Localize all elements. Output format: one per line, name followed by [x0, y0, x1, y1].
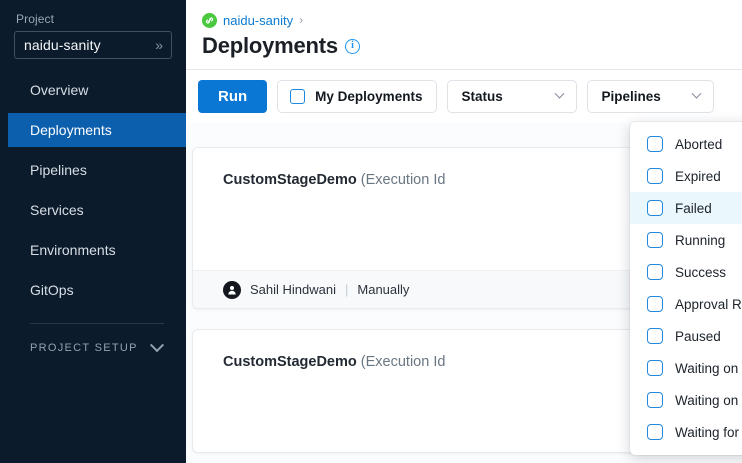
status-option-label: Running [675, 233, 725, 248]
status-option-checkbox[interactable] [647, 328, 663, 344]
status-option-checkbox[interactable] [647, 200, 663, 216]
toolbar: Run My Deployments Status Pipelines [186, 70, 742, 123]
breadcrumb: naidu-sanity › [202, 10, 742, 30]
sidebar-item-overview[interactable]: Overview [0, 73, 186, 107]
sidebar-item-services[interactable]: Services [0, 193, 186, 227]
status-option-waiting-on-intervention[interactable]: Waiting on intervention [630, 384, 742, 416]
deployment-name: CustomStageDemo [223, 354, 357, 370]
status-option-expired[interactable]: Expired [630, 160, 742, 192]
status-option-checkbox[interactable] [647, 136, 663, 152]
deployment-detail: (Execution Id [361, 172, 446, 188]
status-option-waiting-on-approval[interactable]: Waiting on approval [630, 352, 742, 384]
sidebar-section-label: PROJECT SETUP [30, 342, 138, 354]
page-title: Deployments [202, 33, 338, 59]
status-option-checkbox[interactable] [647, 296, 663, 312]
my-deployments-filter[interactable]: My Deployments [277, 80, 437, 113]
breadcrumb-link-project[interactable]: naidu-sanity [223, 13, 293, 28]
status-option-checkbox[interactable] [647, 424, 663, 440]
chevron-down-icon [692, 89, 702, 99]
status-option-label: Failed [675, 201, 712, 216]
project-selector[interactable]: naidu-sanity » [14, 31, 172, 59]
page-header: naidu-sanity › Deployments i [186, 0, 742, 70]
project-chain-icon [202, 13, 217, 28]
sidebar-item-environments[interactable]: Environments [0, 233, 186, 267]
status-option-label: Expired [675, 169, 721, 184]
avatar [223, 281, 241, 299]
pipelines-filter-label: Pipelines [601, 89, 660, 104]
chevron-down-icon [555, 89, 565, 99]
sidebar-item-label: Environments [30, 242, 116, 258]
deployment-user: Sahil Hindwani [250, 282, 336, 297]
project-label: Project [0, 12, 186, 31]
my-deployments-checkbox[interactable] [290, 89, 305, 104]
sidebar-section-project-setup[interactable]: PROJECT SETUP [0, 342, 186, 354]
status-option-label: Paused [675, 329, 721, 344]
status-option-label: Waiting for resources [675, 425, 742, 440]
project-selector-value: naidu-sanity [24, 37, 101, 53]
breadcrumb-separator: › [299, 13, 303, 27]
status-filter-label: Status [461, 89, 502, 104]
double-chevron-right-icon: » [155, 38, 163, 52]
deployment-trigger: Manually [357, 282, 409, 297]
status-option-running[interactable]: Running [630, 224, 742, 256]
status-option-label: Success [675, 265, 726, 280]
status-filter-dropdown[interactable]: Status [447, 80, 577, 113]
sidebar-item-gitops[interactable]: GitOps [0, 273, 186, 307]
status-option-label: Aborted [675, 137, 722, 152]
status-option-checkbox[interactable] [647, 392, 663, 408]
pipelines-filter-dropdown[interactable]: Pipelines [587, 80, 714, 113]
my-deployments-label: My Deployments [315, 89, 422, 104]
main-content: naidu-sanity › Deployments i Run My Depl… [186, 0, 742, 463]
status-option-aborted[interactable]: Aborted [630, 128, 742, 160]
status-option-checkbox[interactable] [647, 264, 663, 280]
status-option-checkbox[interactable] [647, 360, 663, 376]
status-option-waiting-for-resources[interactable]: Waiting for resources [630, 416, 742, 448]
sidebar-item-label: GitOps [30, 282, 74, 298]
status-dropdown-menu: Aborted Expired Failed Running Success A… [630, 122, 742, 455]
status-option-success[interactable]: Success [630, 256, 742, 288]
sidebar-nav: Overview Deployments Pipelines Services … [0, 73, 186, 307]
status-option-checkbox[interactable] [647, 168, 663, 184]
sidebar-item-label: Overview [30, 82, 88, 98]
page-title-row: Deployments i [202, 33, 742, 59]
status-option-label: Waiting on intervention [675, 393, 742, 408]
chevron-down-icon [150, 338, 164, 352]
status-option-paused[interactable]: Paused [630, 320, 742, 352]
status-option-label: Approval Rejected [675, 297, 742, 312]
status-option-checkbox[interactable] [647, 232, 663, 248]
sidebar: Project naidu-sanity » Overview Deployme… [0, 0, 186, 463]
status-option-failed[interactable]: Failed [630, 192, 742, 224]
sidebar-item-pipelines[interactable]: Pipelines [0, 153, 186, 187]
footer-divider: | [345, 282, 348, 297]
run-button[interactable]: Run [198, 80, 267, 113]
sidebar-item-label: Deployments [30, 122, 112, 138]
deployment-detail: (Execution Id [361, 354, 446, 370]
info-icon[interactable]: i [345, 39, 360, 54]
status-option-label: Waiting on approval [675, 361, 742, 376]
sidebar-item-deployments[interactable]: Deployments [8, 113, 186, 147]
sidebar-item-label: Pipelines [30, 162, 87, 178]
deployment-name: CustomStageDemo [223, 172, 357, 188]
sidebar-item-label: Services [30, 202, 84, 218]
sidebar-divider [30, 323, 164, 324]
status-option-approval-rejected[interactable]: Approval Rejected [630, 288, 742, 320]
